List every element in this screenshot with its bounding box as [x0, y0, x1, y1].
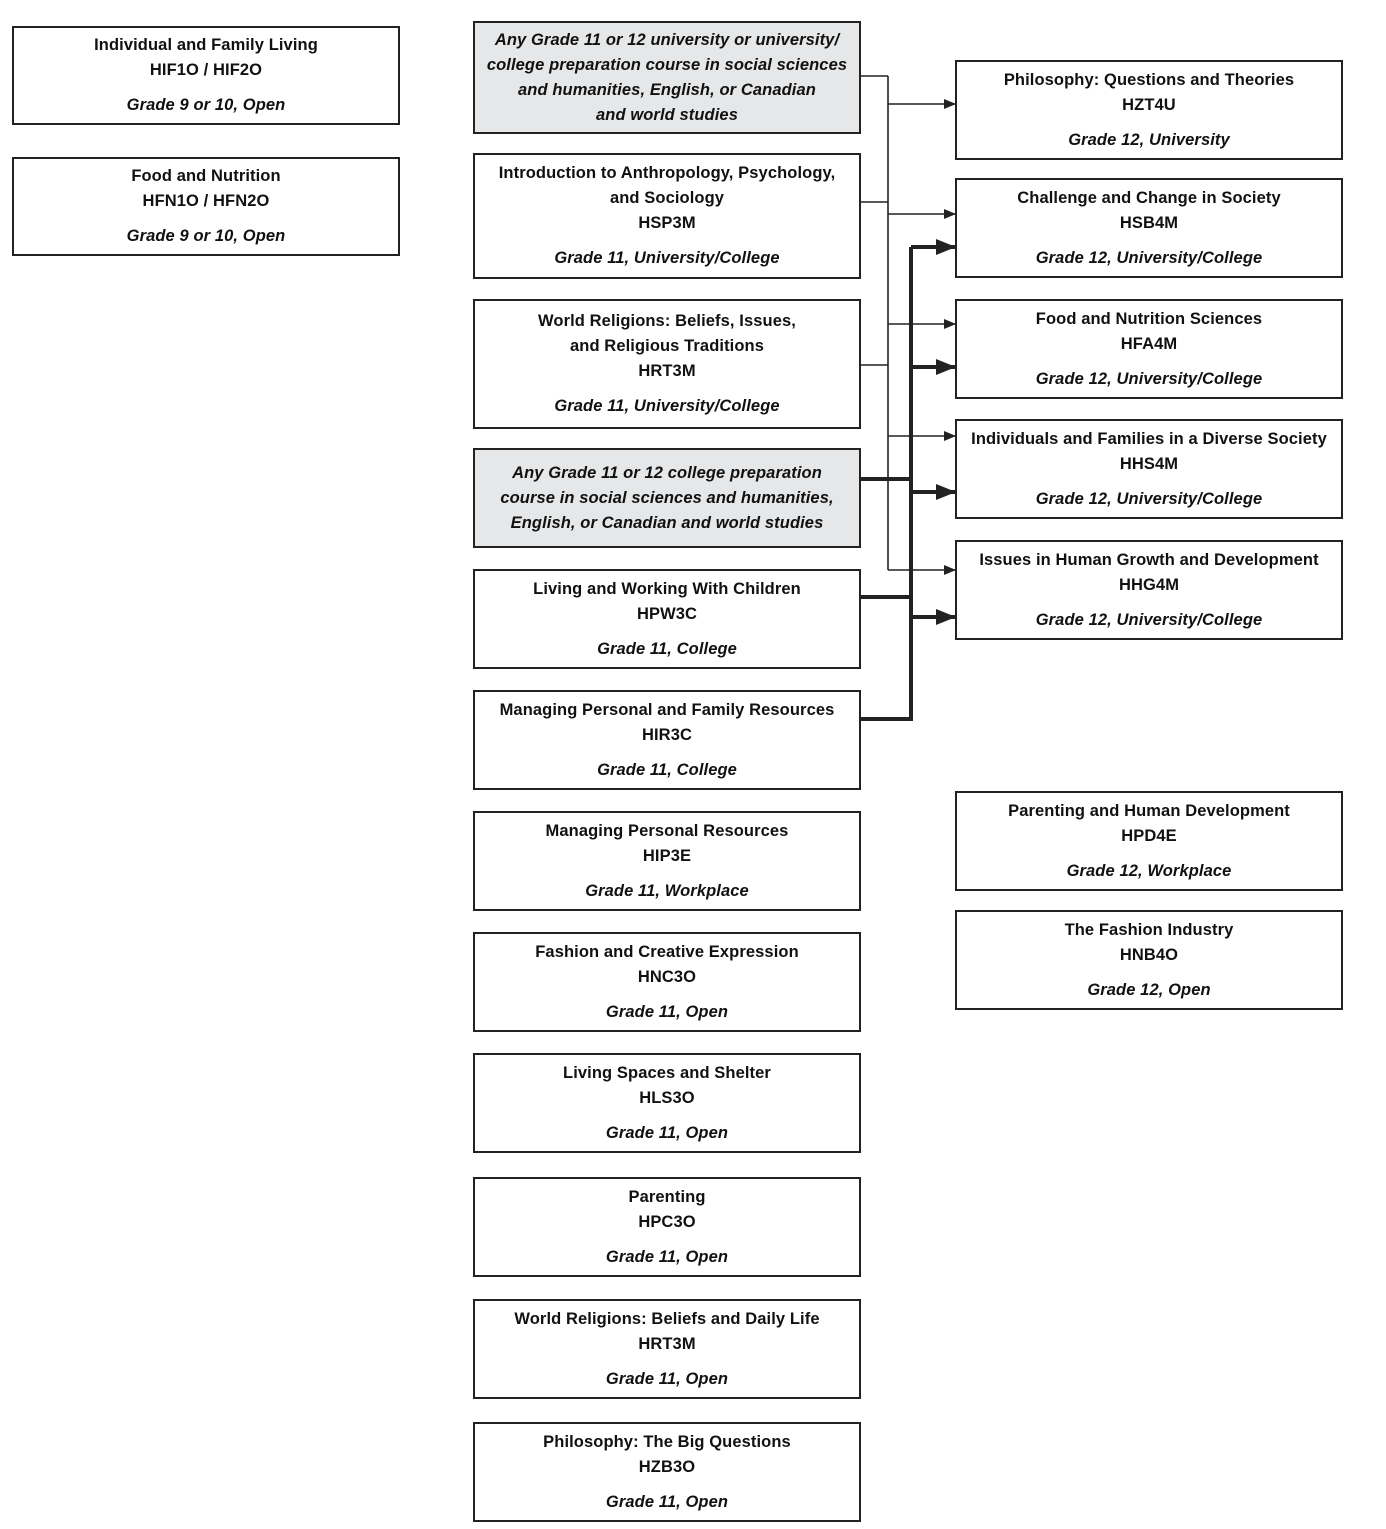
course-code: HFA4M — [1120, 334, 1178, 353]
course-code: HLS3O — [639, 1088, 695, 1107]
course-code: HHG4M — [1118, 575, 1180, 594]
course-title: World Religions: Beliefs, Issues, and Re… — [538, 312, 796, 355]
course-box-hfa4m: Food and Nutrition Sciences HFA4M Grade … — [955, 299, 1343, 399]
course-title: Managing Personal and Family Resources — [499, 700, 835, 719]
course-code: HZB3O — [638, 1457, 696, 1476]
course-box-hsp3m: Introduction to Anthropology, Psychology… — [473, 153, 861, 279]
course-title: Living and Working With Children — [533, 579, 801, 598]
course-grade: Grade 11, Open — [605, 1369, 729, 1388]
course-title: Living Spaces and Shelter — [563, 1063, 771, 1082]
course-code: HHS4M — [1119, 454, 1179, 473]
course-grade: Grade 9 or 10, Open — [126, 227, 286, 245]
course-grade: Grade 11, University/College — [554, 249, 780, 267]
link-hir3c — [861, 247, 913, 721]
course-code: HNB4O — [1119, 945, 1179, 964]
course-box-hif1o: Individual and Family Living HIF1O / HIF… — [12, 26, 400, 125]
course-box-hfn1o: Food and Nutrition HFN1O / HFN2O Grade 9… — [12, 157, 400, 256]
course-box-hzb3o: Philosophy: The Big Questions HZB3O Grad… — [473, 1422, 861, 1522]
course-grade: Grade 12, University/College — [1035, 369, 1263, 388]
course-grade: Grade 12, University — [1068, 130, 1230, 149]
course-title: Philosophy: The Big Questions — [543, 1432, 791, 1451]
course-title: Managing Personal Resources — [545, 821, 789, 840]
course-title: Food and Nutrition Sciences — [1035, 309, 1263, 328]
course-code: HRT3M — [638, 362, 696, 380]
course-code: HPW3C — [636, 604, 698, 623]
course-code: HRT3M — [638, 1334, 696, 1353]
course-box-hnc3o: Fashion and Creative Expression HNC3O Gr… — [473, 932, 861, 1032]
course-grade: Grade 11, College — [597, 639, 737, 658]
course-grade: Grade 11, Open — [605, 1123, 729, 1142]
prereq-text: Any Grade 11 or 12 college preparation c… — [500, 463, 834, 532]
course-code: HSP3M — [638, 214, 696, 232]
course-code: HPC3O — [638, 1212, 696, 1231]
course-code: HFN1O / HFN2O — [142, 192, 270, 210]
course-grade: Grade 11, Workplace — [585, 881, 749, 900]
course-grade: Grade 12, University/College — [1035, 248, 1263, 267]
course-code: HSB4M — [1119, 213, 1179, 232]
course-title: Issues in Human Growth and Development — [979, 550, 1319, 569]
course-box-hrt3m-uc: World Religions: Beliefs, Issues, and Re… — [473, 299, 861, 429]
course-code: HIP3E — [642, 846, 692, 865]
course-box-hpd4e: Parenting and Human Development HPD4E Gr… — [955, 791, 1343, 891]
course-grade: Grade 11, Open — [605, 1002, 729, 1021]
course-title: The Fashion Industry — [1064, 920, 1234, 939]
course-box-hls3o: Living Spaces and Shelter HLS3O Grade 11… — [473, 1053, 861, 1153]
course-code: HZT4U — [1122, 95, 1176, 114]
course-box-hnb4o: The Fashion Industry HNB4O Grade 12, Ope… — [955, 910, 1343, 1010]
course-box-hrt3m-open: World Religions: Beliefs and Daily Life … — [473, 1299, 861, 1399]
course-box-hhs4m: Individuals and Families in a Diverse So… — [955, 419, 1343, 519]
course-title: Challenge and Change in Society — [1017, 188, 1281, 207]
course-title: Individual and Family Living — [94, 36, 318, 54]
course-code: HPD4E — [1121, 826, 1177, 845]
course-grade: Grade 12, University/College — [1035, 489, 1263, 508]
course-title: Individuals and Families in a Diverse So… — [971, 429, 1327, 448]
course-code: HNC3O — [637, 967, 697, 986]
prereq-box-university: Any Grade 11 or 12 university or univers… — [473, 21, 861, 134]
course-box-hzt4u: Philosophy: Questions and Theories HZT4U… — [955, 60, 1343, 160]
course-grade: Grade 11, Open — [605, 1492, 729, 1511]
course-box-hpw3c: Living and Working With Children HPW3C G… — [473, 569, 861, 669]
prereq-text: Any Grade 11 or 12 university or univers… — [486, 30, 848, 124]
course-grade: Grade 12, University/College — [1035, 610, 1263, 629]
course-grade: Grade 11, Open — [605, 1247, 729, 1266]
course-grade: Grade 12, Open — [1087, 980, 1211, 999]
course-title: Philosophy: Questions and Theories — [1003, 70, 1295, 89]
course-grade: Grade 12, Workplace — [1066, 861, 1232, 880]
course-title: Parenting — [628, 1187, 706, 1206]
course-box-hsb4m: Challenge and Change in Society HSB4M Gr… — [955, 178, 1343, 278]
course-grade: Grade 11, University/College — [554, 397, 780, 415]
course-box-hir3c: Managing Personal and Family Resources H… — [473, 690, 861, 790]
course-grade: Grade 9 or 10, Open — [126, 96, 286, 114]
course-title: Introduction to Anthropology, Psychology… — [498, 164, 836, 207]
course-box-hpc3o: Parenting HPC3O Grade 11, Open — [473, 1177, 861, 1277]
course-code: HIF1O / HIF2O — [149, 61, 263, 79]
course-grade: Grade 11, College — [597, 760, 737, 779]
course-box-hhg4m: Issues in Human Growth and Development H… — [955, 540, 1343, 640]
course-code: HIR3C — [641, 725, 692, 744]
course-title: Parenting and Human Development — [1008, 801, 1290, 820]
course-title: World Religions: Beliefs and Daily Life — [514, 1309, 820, 1328]
course-box-hip3e: Managing Personal Resources HIP3E Grade … — [473, 811, 861, 911]
prereq-box-college: Any Grade 11 or 12 college preparation c… — [473, 448, 861, 548]
course-title: Fashion and Creative Expression — [535, 942, 799, 961]
course-title: Food and Nutrition — [131, 167, 281, 185]
